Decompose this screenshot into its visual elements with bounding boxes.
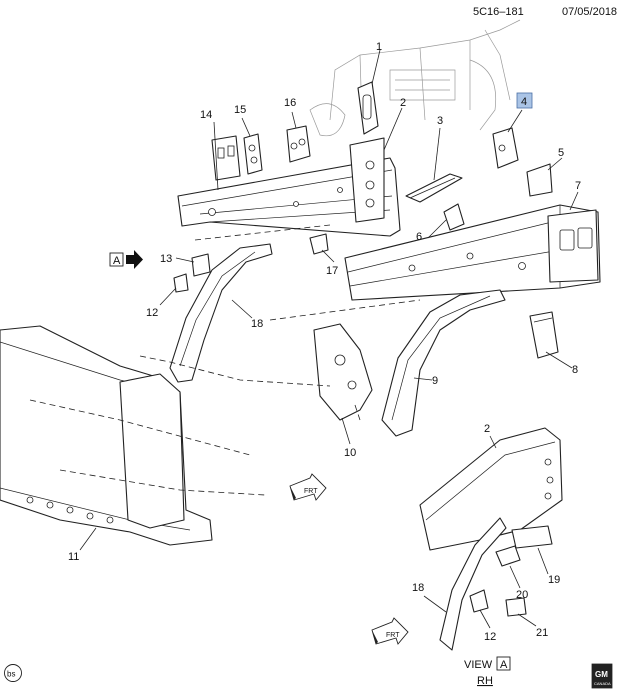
callout-18-view-a: 18: [412, 582, 424, 594]
callout-16: 16: [284, 97, 296, 109]
front-arrow-label: FRT: [304, 488, 318, 495]
callout-3: 3: [437, 115, 443, 127]
upper-rail-right: [344, 204, 601, 301]
callout-7: 7: [575, 180, 581, 192]
bracket-16: [286, 125, 311, 163]
callout-8: 8: [572, 364, 578, 376]
callout-10: 10: [344, 447, 356, 459]
callout-2: 2: [400, 97, 406, 109]
callout-14: 14: [200, 109, 212, 121]
view-a-detail: [419, 427, 563, 651]
callout-4: 4: [521, 96, 527, 108]
diagram-date: 07/05/2018: [562, 6, 617, 18]
view-caption-side: RH: [477, 675, 493, 687]
front-arrow-1: FRT: [289, 473, 327, 501]
guide-lines: [29, 224, 421, 496]
part-8-plate: [529, 311, 559, 359]
bracket-14: [211, 135, 241, 181]
logo-line-2: CANADA: [594, 681, 611, 686]
view-a-marker: A: [109, 250, 143, 269]
radiator-support: [0, 325, 213, 546]
callout-17: 17: [326, 265, 338, 277]
wheelhouse-arch-left: [169, 243, 273, 383]
logo-line-1: GM: [595, 670, 608, 679]
upper-rail-left: [177, 137, 401, 237]
callout-11: 11: [68, 551, 79, 563]
callout-21: 21: [536, 627, 548, 639]
callout-15: 15: [234, 104, 246, 116]
bracket-15: [243, 133, 263, 175]
view-caption-prefix: VIEW: [464, 659, 493, 671]
callouts: 1 2 3 4 5 6 7 8 9 10 11 12 13 14 15 16: [68, 41, 581, 643]
bracket-6: [443, 203, 465, 231]
wheelhouse-arch-right: [381, 289, 506, 437]
callout-12-view-a: 12: [484, 631, 496, 643]
callout-1: 1: [376, 41, 382, 53]
callout-20: 20: [516, 589, 528, 601]
callout-5: 5: [558, 147, 564, 159]
front-arrow-label: FRT: [386, 632, 400, 639]
bracket-3: [405, 173, 463, 203]
bracket-5: [526, 163, 553, 197]
front-arrow-icon: [371, 617, 409, 645]
fastener-12: [173, 273, 189, 293]
diagram-code: 5C16–181: [473, 6, 524, 18]
corner-bs-mark: bs: [4, 664, 22, 682]
part-10-bracket: [313, 323, 373, 421]
view-caption: VIEW A RH: [464, 656, 511, 687]
background-body-ghost: [309, 19, 521, 137]
front-arrow-icon: [289, 473, 327, 501]
bracket-13: [191, 253, 211, 277]
callout-13: 13: [160, 253, 172, 265]
view-direction-arrow-icon: [126, 250, 143, 269]
callout-12: 12: [146, 307, 158, 319]
callout-4-highlight: [516, 92, 533, 109]
bracket-17: [309, 233, 329, 255]
callout-9: 9: [432, 375, 438, 387]
callout-18: 18: [251, 318, 263, 330]
gm-canada-logo: GM CANADA: [591, 663, 613, 689]
front-arrow-2: FRT: [371, 617, 409, 645]
bracket-4: [492, 127, 519, 169]
callout-2-view-a: 2: [484, 423, 490, 435]
callout-6: 6: [416, 231, 422, 243]
view-caption-letter: A: [500, 659, 508, 671]
callout-19: 19: [548, 574, 560, 586]
part-1-plate: [357, 81, 379, 135]
corner-bs-text: bs: [7, 670, 15, 679]
view-a-marker-letter: A: [113, 255, 121, 267]
